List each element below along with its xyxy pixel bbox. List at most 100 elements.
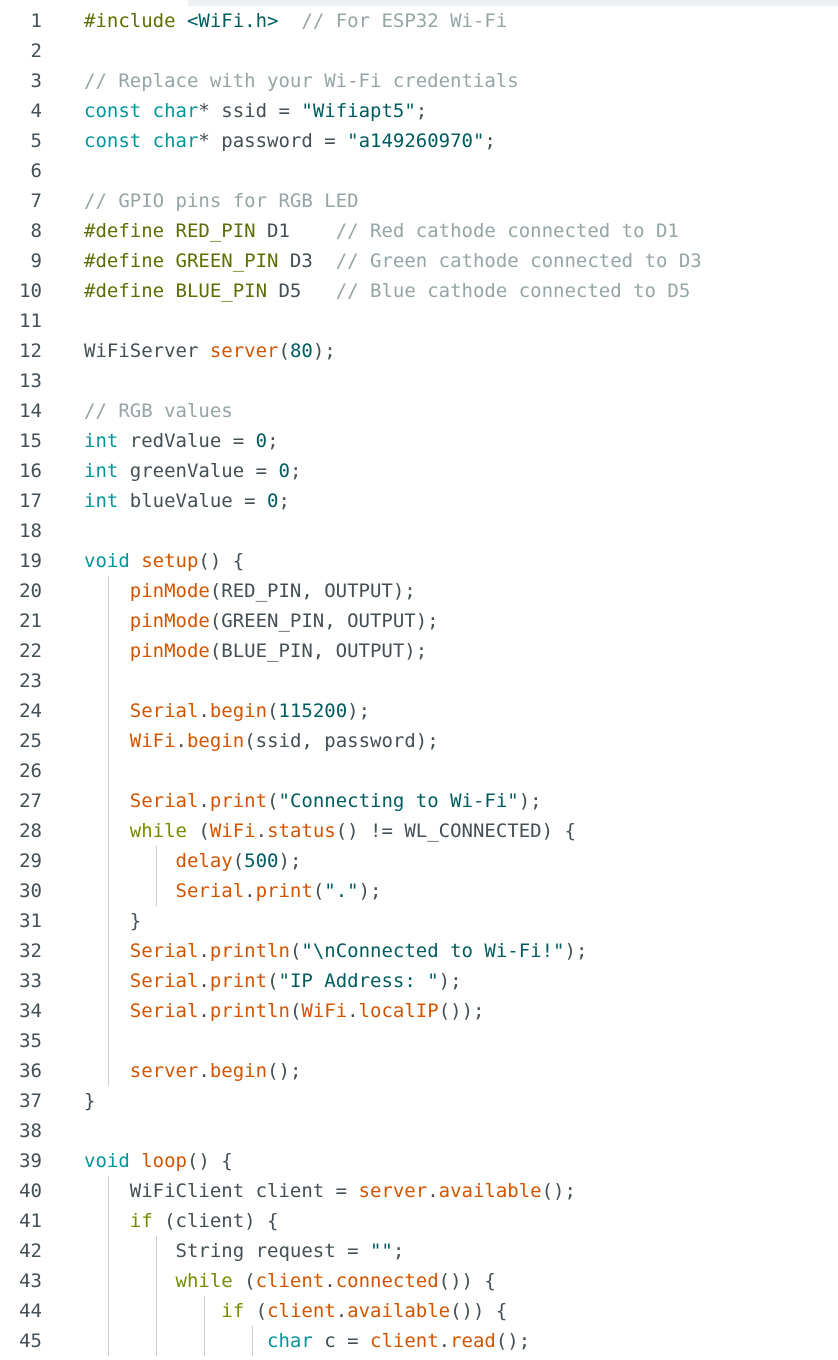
line-number: 31	[19, 910, 42, 932]
indent-guide	[156, 1236, 157, 1356]
code-text: Serial.println("\nConnected to Wi-Fi!");	[84, 936, 588, 966]
code-text: #define RED_PIN D1 // Red cathode connec…	[84, 216, 679, 246]
code-token: Serial	[129, 940, 199, 962]
code-token: client	[255, 1270, 325, 1292]
line-number: 42	[19, 1240, 42, 1262]
code-line[interactable]: 4 const char* ssid = "Wifiapt5";	[0, 96, 838, 126]
code-line[interactable]: 40 WiFiClient client = server.available(…	[0, 1176, 838, 1206]
code-line[interactable]: 21 pinMode(GREEN_PIN, OUTPUT);	[0, 606, 838, 636]
code-token: ;	[415, 100, 428, 122]
code-token: ;	[267, 430, 279, 452]
code-token: begin	[209, 1060, 268, 1082]
code-text: const char* ssid = "Wifiapt5";	[84, 96, 427, 126]
code-line[interactable]: 9#define GREEN_PIN D3 // Green cathode c…	[0, 246, 838, 276]
code-line[interactable]: 20 pinMode(RED_PIN, OUTPUT);	[0, 576, 838, 606]
code-token: D1	[255, 220, 336, 242]
code-token: int	[84, 430, 119, 452]
code-line[interactable]: 26	[0, 756, 838, 786]
code-token	[84, 640, 130, 662]
code-text: WiFi.begin(ssid, password);	[84, 726, 439, 756]
code-line[interactable]: 23	[0, 666, 838, 696]
code-line[interactable]: 10#define BLUE_PIN D5 // Blue cathode co…	[0, 276, 838, 306]
code-line[interactable]: 31 }	[0, 906, 838, 936]
line-number: 15	[19, 430, 42, 452]
code-line[interactable]: 14// RGB values	[0, 396, 838, 426]
code-line[interactable]: 6	[0, 156, 838, 186]
code-token: );	[347, 700, 371, 722]
code-text: pinMode(GREEN_PIN, OUTPUT);	[84, 606, 439, 636]
code-line[interactable]: 34 Serial.println(WiFi.localIP());	[0, 996, 838, 1026]
indent-guide	[204, 1296, 205, 1356]
code-token: D5	[267, 280, 336, 302]
code-text: Serial.print("Connecting to Wi-Fi");	[84, 786, 542, 816]
code-line[interactable]: 18	[0, 516, 838, 546]
code-line[interactable]: 44 if (client.available()) {	[0, 1296, 838, 1326]
line-number: 22	[19, 640, 42, 662]
code-line[interactable]: 42 String request = "";	[0, 1236, 838, 1266]
code-token: (	[278, 340, 290, 362]
code-token: 115200	[278, 700, 348, 722]
code-line[interactable]: 33 Serial.print("IP Address: ");	[0, 966, 838, 996]
code-line[interactable]: 13	[0, 366, 838, 396]
code-token: (	[267, 700, 279, 722]
code-token: server	[358, 1180, 428, 1202]
code-token	[84, 730, 130, 752]
code-line[interactable]: 3// Replace with your Wi-Fi credentials	[0, 66, 838, 96]
line-number: 16	[19, 460, 42, 482]
line-number: 29	[19, 850, 42, 872]
code-line[interactable]: 8#define RED_PIN D1 // Red cathode conne…	[0, 216, 838, 246]
code-token: 500	[244, 850, 279, 872]
code-line[interactable]: 36 server.begin();	[0, 1056, 838, 1086]
code-line[interactable]: 29 delay(500);	[0, 846, 838, 876]
code-line[interactable]: 41 if (client) {	[0, 1206, 838, 1236]
code-token	[84, 1300, 221, 1322]
code-line[interactable]: 43 while (client.connected()) {	[0, 1266, 838, 1296]
code-token: );	[518, 790, 542, 812]
code-line[interactable]: 7// GPIO pins for RGB LED	[0, 186, 838, 216]
code-line[interactable]: 35	[0, 1026, 838, 1056]
code-token	[84, 790, 130, 812]
code-token: client	[370, 1330, 439, 1352]
code-token: ""	[369, 1240, 393, 1262]
code-token: int	[84, 490, 119, 512]
code-line[interactable]: 11	[0, 306, 838, 336]
code-token: // Green cathode connected to D3	[335, 250, 702, 272]
code-line[interactable]: 32 Serial.println("\nConnected to Wi-Fi!…	[0, 936, 838, 966]
code-token	[84, 1060, 130, 1082]
code-line[interactable]: 25 WiFi.begin(ssid, password);	[0, 726, 838, 756]
code-token: BLUE_PIN	[175, 280, 268, 302]
code-line[interactable]: 24 Serial.begin(115200);	[0, 696, 838, 726]
code-token: print	[255, 880, 313, 902]
code-line[interactable]: 28 while (WiFi.status() != WL_CONNECTED)…	[0, 816, 838, 846]
code-token: * password =	[198, 130, 348, 152]
code-line[interactable]: 2	[0, 36, 838, 66]
code-line[interactable]: 37}	[0, 1086, 838, 1116]
code-line[interactable]: 45 char c = client.read();	[0, 1326, 838, 1356]
code-line[interactable]: 30 Serial.print(".");	[0, 876, 838, 906]
line-number: 4	[30, 100, 42, 122]
code-line[interactable]: 38	[0, 1116, 838, 1146]
code-token: WiFiServer	[84, 340, 210, 362]
code-line[interactable]: 27 Serial.print("Connecting to Wi-Fi");	[0, 786, 838, 816]
code-token: .	[244, 880, 256, 902]
code-text: int blueValue = 0;	[84, 486, 290, 516]
code-token: }	[84, 1090, 96, 1112]
code-line[interactable]: 1#include <WiFi.h> // For ESP32 Wi-Fi	[0, 6, 838, 36]
code-token: void	[84, 1150, 130, 1172]
code-token: ()) {	[450, 1300, 508, 1322]
line-number: 13	[19, 370, 42, 392]
code-token: (	[267, 970, 279, 992]
line-number: 27	[19, 790, 42, 812]
code-token: // GPIO pins for RGB LED	[84, 190, 359, 212]
code-line[interactable]: 22 pinMode(BLUE_PIN, OUTPUT);	[0, 636, 838, 666]
line-number: 44	[19, 1300, 42, 1322]
code-token: #define	[84, 280, 165, 302]
